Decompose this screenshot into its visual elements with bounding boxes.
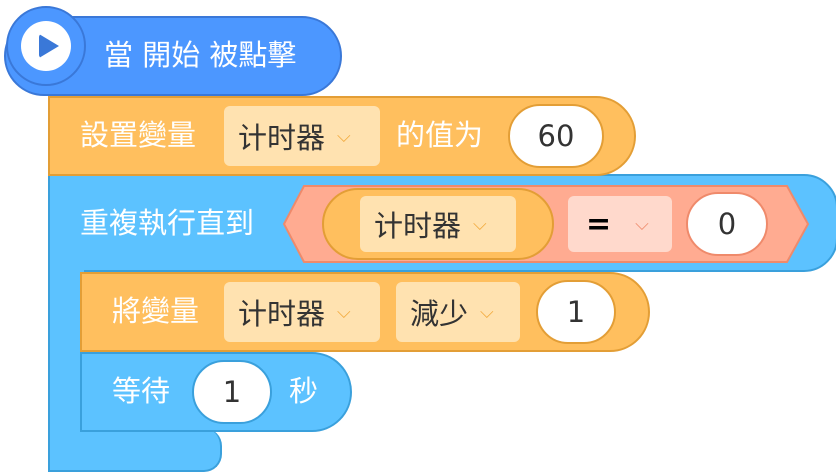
- chevron-down-icon: ⌵: [337, 301, 351, 323]
- repeat-until-block-footer: [48, 428, 222, 472]
- play-icon: [21, 21, 71, 71]
- set-variable-name: 计时器: [238, 121, 326, 155]
- change-variable-label: 將變量: [112, 294, 200, 328]
- when-flag-clicked-badge: [6, 6, 86, 86]
- change-variable-dropdown[interactable]: 计时器 ⌵: [224, 282, 380, 342]
- chevron-down-icon: ⌵: [337, 125, 351, 147]
- repeat-until-label: 重複執行直到: [80, 206, 255, 240]
- set-variable-label: 設置變量: [80, 118, 197, 152]
- chevron-down-icon: ⌵: [473, 213, 487, 235]
- set-value-label: 的值为: [396, 118, 484, 152]
- set-variable-dropdown[interactable]: 计时器 ⌵: [224, 106, 380, 166]
- set-value-input[interactable]: 60: [508, 104, 604, 168]
- change-variable-name: 计时器: [238, 297, 326, 331]
- change-operation-dropdown[interactable]: 減少 ⌵: [396, 282, 520, 342]
- condition-variable-name: 计时器: [374, 209, 462, 243]
- condition-variable-dropdown[interactable]: 计时器 ⌵: [360, 196, 516, 252]
- operator-symbol: =: [586, 206, 612, 242]
- operator-dropdown[interactable]: = ⌵: [568, 196, 672, 252]
- change-value-input[interactable]: 1: [536, 280, 616, 344]
- repeat-until-block-arm: [48, 268, 84, 428]
- chevron-down-icon: ⌵: [480, 301, 494, 323]
- condition-value-input[interactable]: 0: [686, 192, 768, 256]
- change-operation-name: 減少: [410, 297, 469, 331]
- wait-unit-label: 秒: [289, 374, 319, 408]
- when-flag-clicked-label: 當 開始 被點擊: [104, 38, 297, 72]
- wait-label: 等待: [112, 374, 171, 408]
- wait-seconds-input[interactable]: 1: [192, 360, 272, 424]
- chevron-down-icon: ⌵: [635, 213, 649, 235]
